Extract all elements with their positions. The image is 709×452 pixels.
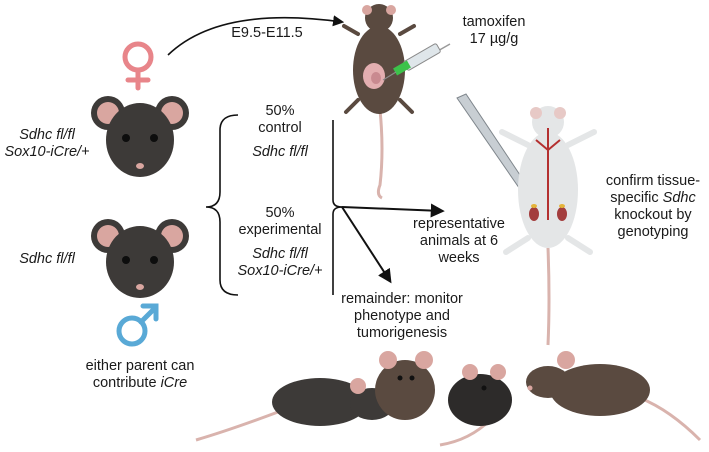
treatment-label: tamoxifen [462, 14, 526, 30]
experimental-label: experimental [238, 222, 322, 238]
parent-note-line1: either parent can [85, 358, 195, 374]
control-genotype: Sdhc fl/fl [252, 144, 308, 160]
experimental-genotype-line1: Sdhc fl/fl [252, 246, 308, 262]
representative-line3: weeks [438, 250, 480, 266]
mouse-face-icon [91, 96, 189, 177]
pregnant-mouse-icon [342, 4, 416, 200]
dose-label: 17 µg/g [469, 31, 519, 47]
mother-genotype-line2: Sox10-iCre/+ [4, 144, 90, 160]
offspring-brace [205, 114, 239, 296]
representative-line2: animals at 6 [419, 233, 499, 249]
remainder-line3: tumorigenesis [356, 325, 448, 341]
control-group: 50% control Sdhc fl/fl [232, 103, 328, 161]
representative-arrow [341, 203, 445, 218]
confirm-line2: specific Sdhc [610, 190, 696, 206]
parent-note: either parent can contribute iCre [80, 358, 200, 392]
confirm-line4: genotyping [617, 224, 689, 240]
gestation-window: E9.5-E11.5 [231, 25, 303, 41]
parent-note-line2: contribute iCre [92, 375, 188, 391]
father-genotype: Sdhc fl/fl [19, 251, 75, 267]
tamoxifen-dose: tamoxifen 17 µg/g [452, 14, 536, 48]
male-symbol-icon [116, 303, 159, 347]
representative-line1: representative [413, 216, 505, 232]
mother-genotype: Sdhc fl/fl Sox10-iCre/+ [4, 127, 90, 161]
experimental-group: 50% experimental Sdhc fl/fl Sox10-iCre/+ [230, 205, 330, 280]
control-percent: 50% [265, 103, 295, 119]
confirm-line3: knockout by [614, 207, 692, 223]
mouse-face-icon [91, 219, 189, 298]
experimental-genotype-line2: Sox10-iCre/+ [237, 263, 323, 279]
confirm-line1: confirm tissue- [605, 173, 701, 189]
control-connector [332, 120, 343, 208]
mother-genotype-line1: Sdhc fl/fl [19, 127, 75, 143]
walking-mouse-icon [439, 364, 512, 447]
dissected-mouse-icon [499, 106, 597, 346]
confirm-outcome: confirm tissue- specific Sdhc knockout b… [600, 173, 706, 241]
remainder-line2: phenotype and [354, 308, 450, 324]
female-symbol-icon [122, 41, 154, 91]
remainder-outcome: remainder: monitor phenotype and tumorig… [334, 291, 470, 342]
control-label: control [258, 120, 302, 136]
remainder-line1: remainder: monitor [341, 291, 463, 307]
experimental-connector [332, 206, 343, 295]
gestation-arrow [167, 15, 345, 56]
experimental-percent: 50% [265, 205, 295, 221]
syringe-icon [382, 43, 451, 81]
walking-mouse-icon [526, 351, 702, 442]
walking-mouse-icon [375, 351, 435, 420]
representative-outcome: representative animals at 6 weeks [404, 216, 514, 267]
walking-mouse-icon [195, 378, 394, 442]
remainder-arrow [341, 206, 392, 284]
